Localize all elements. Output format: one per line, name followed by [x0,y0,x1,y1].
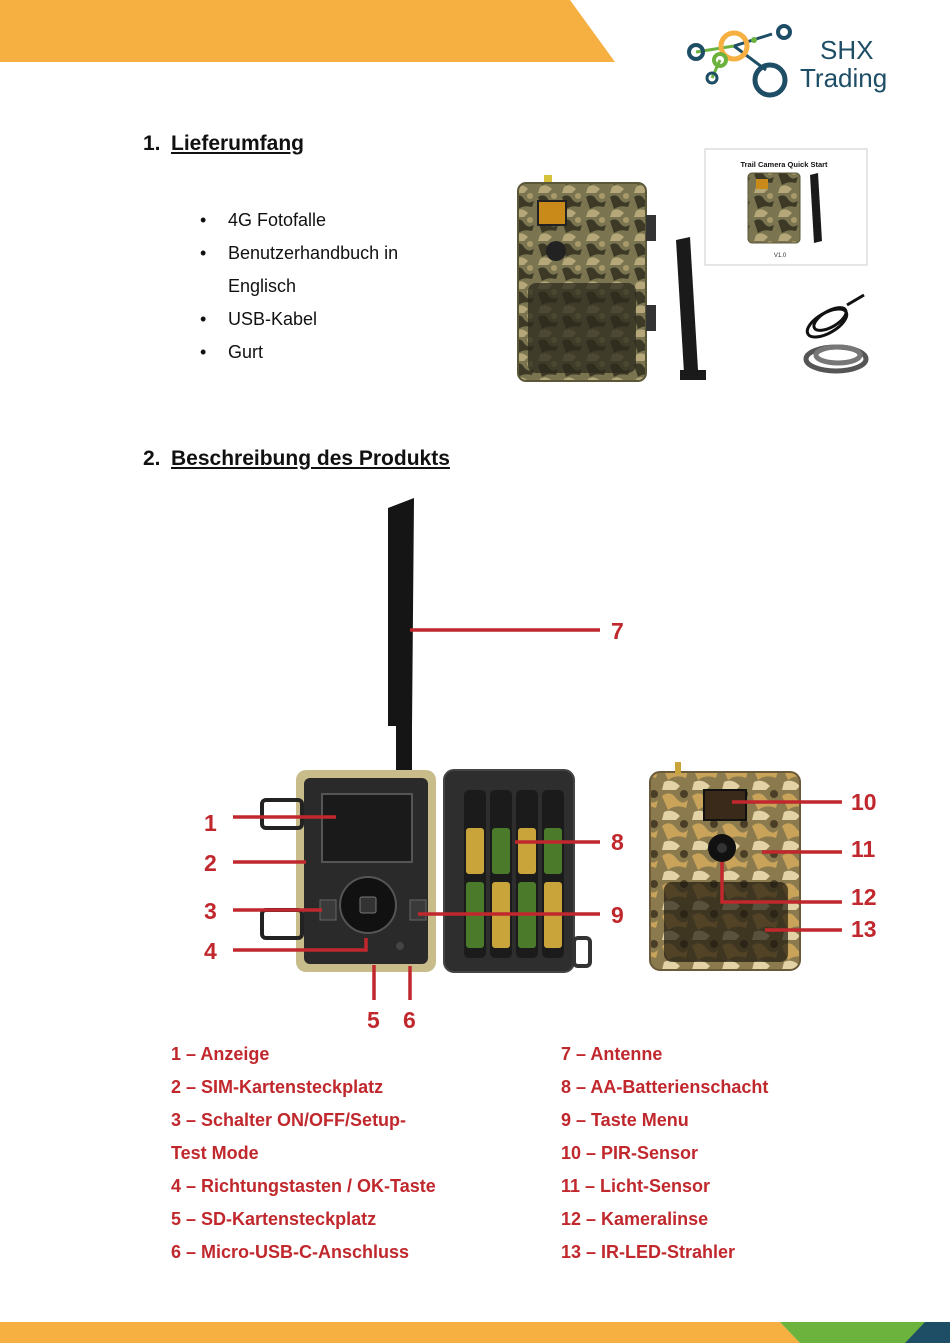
shx-logo-graphic [687,24,792,98]
usb-cable [805,293,865,339]
callout-7: 7 [611,618,624,644]
legend-item: 2 – SIM-Kartensteckplatz [171,1077,384,1097]
callout-2: 2 [204,850,217,876]
section2-number: 2. [143,447,161,470]
legend-item: 7 – Antenne [561,1044,663,1064]
pir-sensor [703,789,747,821]
product-diagram: 1 2 3 4 5 6 7 8 9 10 11 12 13 [204,498,877,1033]
batteries [464,790,564,958]
section2-title: Beschreibung des Produkts [171,447,450,470]
list-item: Gurt [200,336,460,369]
legend-item: 10 – PIR-Sensor [561,1143,699,1163]
list-item: USB-Kabel [200,303,460,336]
header-band [0,0,615,62]
legend-right: 7 – Antenne 8 – AA-Batterienschacht 9 – … [561,1038,861,1269]
display-screen [321,793,413,863]
legend-item: 13 – IR-LED-Strahler [561,1242,736,1262]
brand-wordmark: SHX Trading [800,36,887,92]
antenna [676,237,698,373]
callout-12: 12 [851,884,877,910]
section1-title: Lieferumfang [171,132,305,155]
callout-13: 13 [851,916,877,942]
legend-item: 8 – AA-Batterienschacht [561,1077,769,1097]
brand-line2: Trading [800,63,888,93]
legend-item: 9 – Taste Menu [561,1110,689,1130]
legend-item: 11 – Licht-Sensor [561,1176,711,1196]
callout-3: 3 [204,898,217,924]
callout-4: 4 [204,938,217,964]
section1-heading: 1. Lieferumfang [143,132,304,156]
legend-item: 12 – Kameralinse [561,1209,709,1229]
legend-item: 3 – Schalter ON/OFF/Setup- [171,1110,407,1130]
footer-band-green [780,1322,950,1343]
callout-lines [233,628,842,1000]
legend-item: 6 – Micro-USB-C-Anschluss [171,1242,410,1262]
quickstart-title: Trail Camera Quick Start [740,160,828,169]
list-item: Benutzerhandbuch in [200,237,460,270]
section2-heading: 2. Beschreibung des Produkts [143,447,450,471]
callout-11: 11 [851,836,876,862]
quickstart-version: V1.0 [774,253,787,259]
antenna-blade [388,498,414,726]
footer-band-orange [0,1322,800,1343]
package-contents-photo: Trail Camera Quick Start V1.0 [517,148,869,382]
legend-left: 1 – Anzeige 2 – SIM-Kartensteckplatz 3 –… [171,1038,531,1269]
legend-item: 1 – Anzeige [171,1044,270,1064]
brand-line1: SHX [820,35,874,65]
list-item: 4G Fotofalle [200,204,460,237]
callout-6: 6 [403,1007,416,1033]
antenna-base [396,726,412,770]
strap [803,344,869,374]
package-contents-list: 4G Fotofalle Benutzerhandbuch in Englisc… [200,204,460,369]
callout-5: 5 [367,1007,380,1033]
list-item-continuation: Englisch [228,276,297,296]
camera-antenna-connector [544,175,552,187]
callout-1: 1 [204,810,217,836]
legend-item: Test Mode [171,1143,259,1163]
legend-item: 4 – Richtungstasten / OK-Taste [171,1176,436,1196]
callout-10: 10 [851,789,877,815]
callout-8: 8 [611,829,624,855]
callout-numbers: 1 2 3 4 5 6 7 8 9 10 11 12 13 [204,618,877,1033]
callout-9: 9 [611,902,624,928]
ir-led-array [664,882,788,962]
section1-number: 1. [143,132,161,155]
legend-item: 5 – SD-Kartensteckplatz [171,1209,377,1229]
